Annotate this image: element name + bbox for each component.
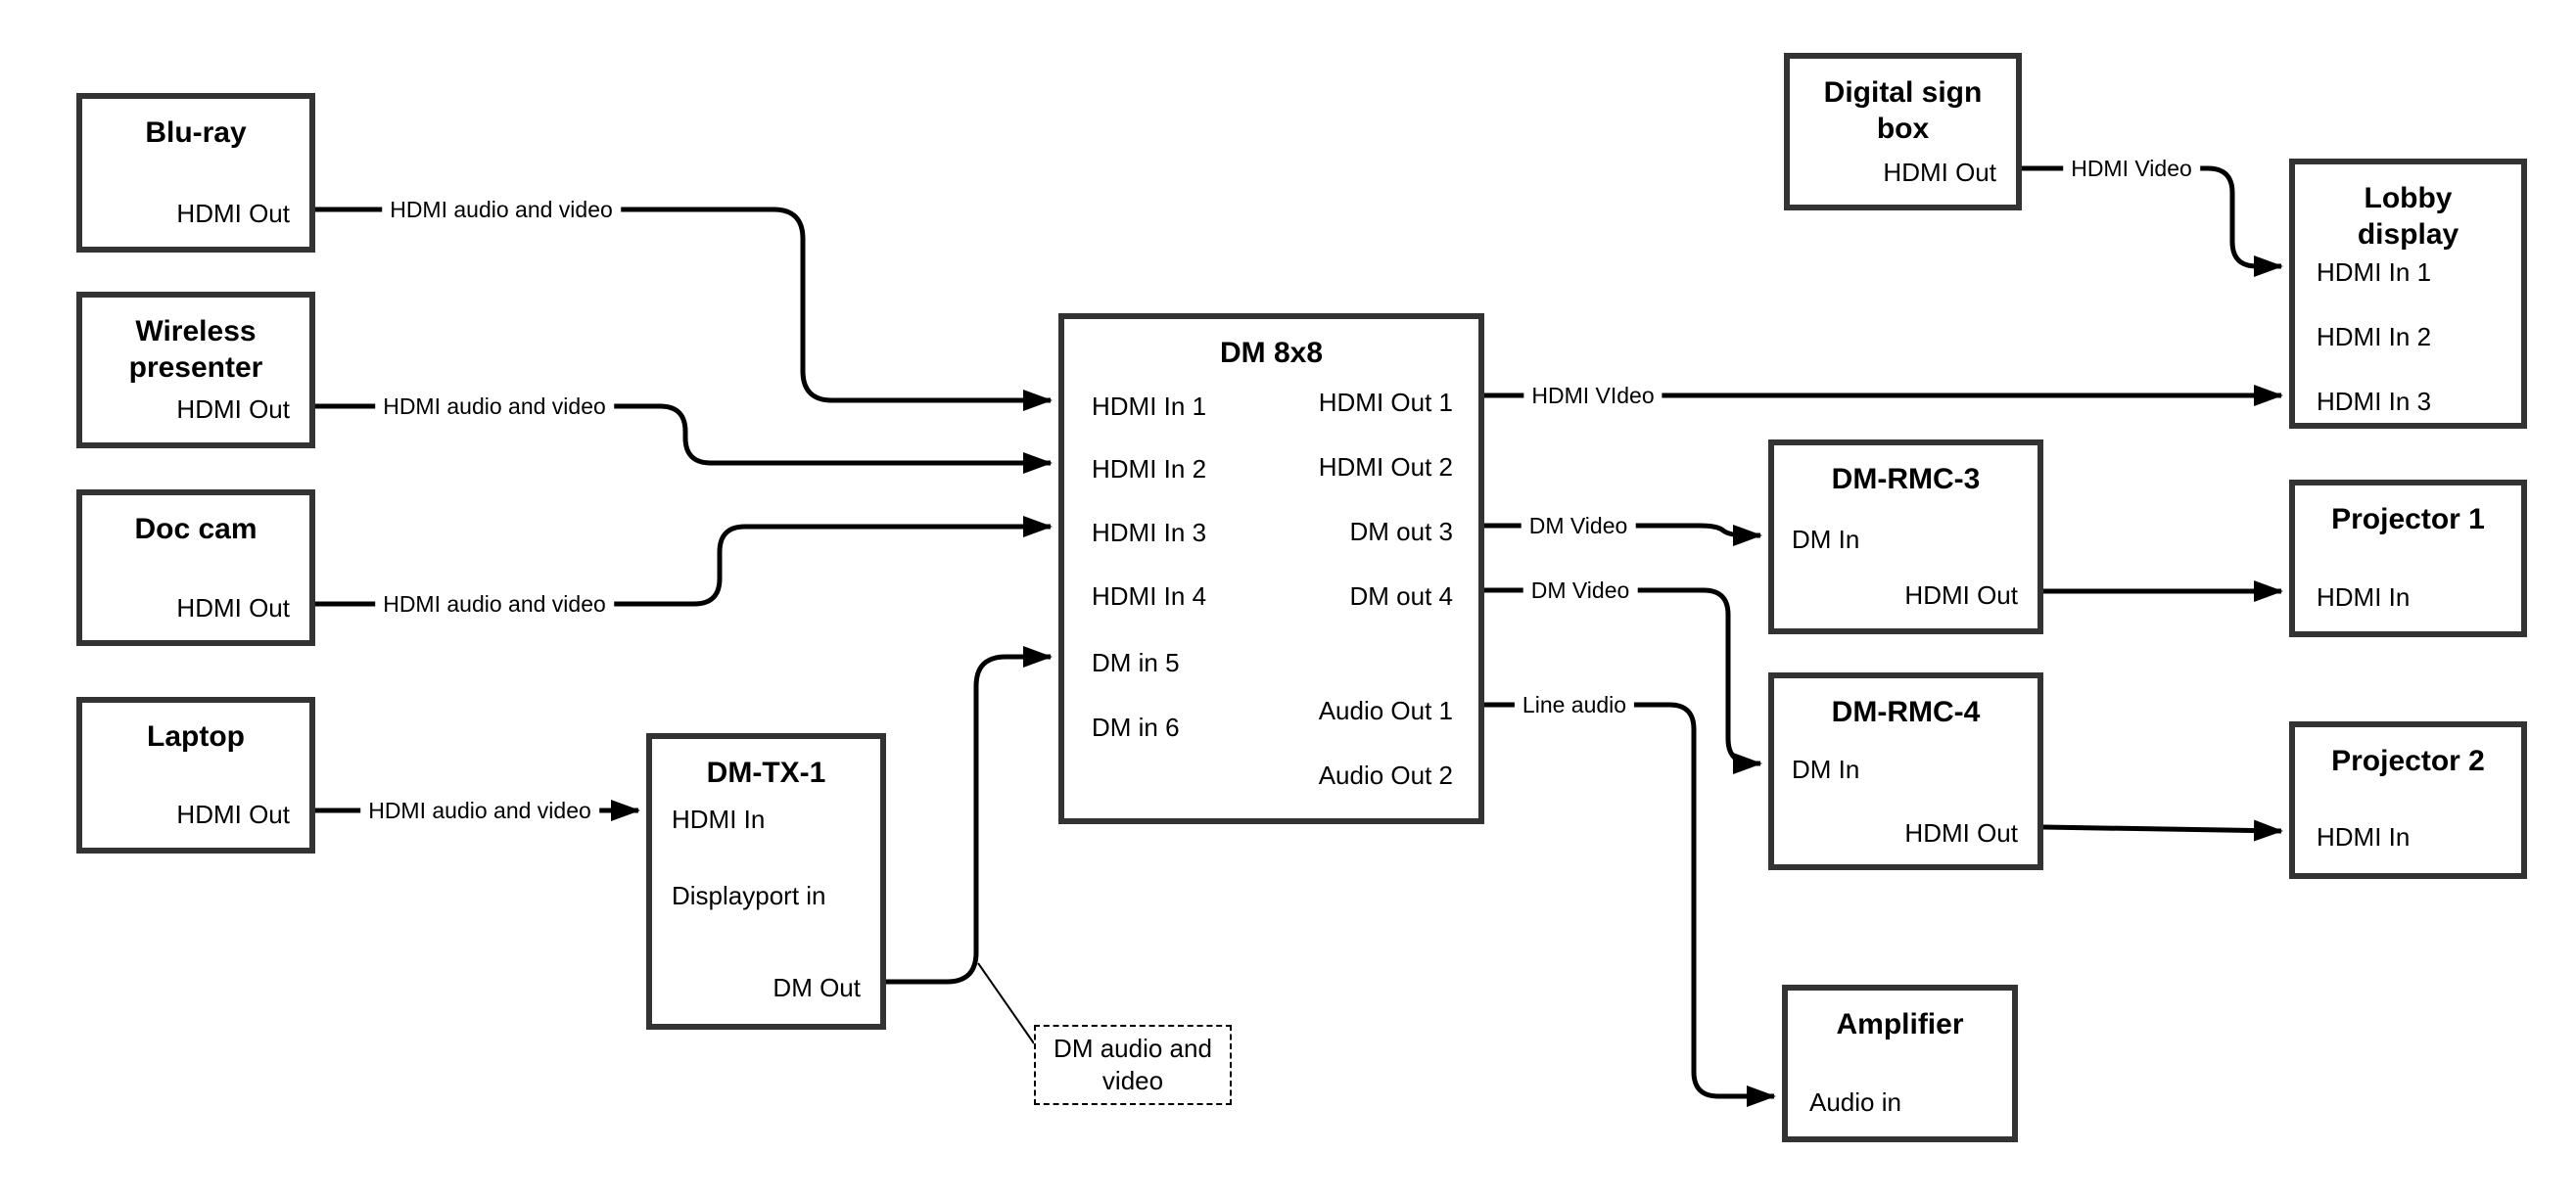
port-dm-in: DM In xyxy=(1792,525,1860,554)
node-title: Doc cam xyxy=(134,513,258,545)
node-title: Laptop xyxy=(147,720,245,753)
node-title: Lobby display xyxy=(2357,182,2459,251)
node-title: Digital sign box xyxy=(1823,76,1983,145)
port-hdmi-in: HDMI In xyxy=(2317,582,2411,612)
callout-line xyxy=(977,962,1035,1044)
wire-bluray-to-dm8x8-in1 xyxy=(315,207,1054,411)
node-title: Projector 2 xyxy=(2331,745,2485,777)
wire-label-dm-out-4: DM Video xyxy=(1522,576,1638,605)
wire-wireless-to-dm8x8-in2 xyxy=(315,403,1054,474)
port-hdmi-out: HDMI Out xyxy=(176,199,290,228)
port-hdmi-in-1: HDMI In 1 xyxy=(1092,392,1207,421)
port-hdmi-in-2: HDMI In 2 xyxy=(2317,322,2432,351)
port-dm-in-6: DM in 6 xyxy=(1092,713,1180,742)
wire-label-dm-out-3: DM Video xyxy=(1521,511,1636,540)
node-title: DM-TX-1 xyxy=(706,757,826,789)
port-hdmi-out: HDMI Out xyxy=(1904,818,2018,848)
node-digital-sign-box: Digital sign box HDMI Out xyxy=(1784,53,2022,210)
port-hdmi-in-2: HDMI In 2 xyxy=(1092,454,1207,484)
wire-rmc4-to-projector2 xyxy=(2042,819,2283,842)
annotation-text: DM audio and video xyxy=(1054,1034,1212,1095)
port-hdmi-in-3: HDMI In 3 xyxy=(2317,387,2432,416)
node-lobby-display: Lobby display HDMI In 1 HDMI In 2 HDMI I… xyxy=(2289,159,2527,429)
port-hdmi-out: HDMI Out xyxy=(1904,580,2018,610)
wire-dmout4-to-rmc4 xyxy=(1484,587,1763,774)
node-doc-cam: Doc cam HDMI Out xyxy=(76,489,315,646)
node-dm-8x8: DM 8x8 HDMI In 1 HDMI In 2 HDMI In 3 HDM… xyxy=(1058,313,1484,824)
port-dm-out-4: DM out 4 xyxy=(1349,581,1454,611)
port-displayport-in: Displayport in xyxy=(672,881,826,910)
port-dm-out: DM Out xyxy=(773,973,861,1002)
port-hdmi-in: HDMI In xyxy=(2317,822,2411,852)
port-hdmi-out: HDMI Out xyxy=(1883,158,1996,187)
port-dm-out-3: DM out 3 xyxy=(1349,517,1454,546)
wire-label-wireless-feed: HDMI audio and video xyxy=(375,392,614,421)
port-hdmi-out: HDMI Out xyxy=(176,800,290,829)
wire-doccam-to-dm8x8-in3 xyxy=(315,515,1054,607)
annotation-dm-audio-video: DM audio and video xyxy=(1034,1025,1232,1105)
node-title: DM-RMC-4 xyxy=(1831,696,1981,728)
wire-dmout3-to-rmc3 xyxy=(1484,523,1763,546)
port-dm-in-5: DM in 5 xyxy=(1092,648,1180,677)
port-audio-out-1: Audio Out 1 xyxy=(1318,696,1453,725)
port-hdmi-out: HDMI Out xyxy=(176,394,290,424)
wire-label-hdmi-out-1: HDMI VIdeo xyxy=(1523,381,1663,410)
port-hdmi-out-1: HDMI Out 1 xyxy=(1318,388,1453,417)
wire-label-audio-out-1: Line audio xyxy=(1514,690,1635,719)
node-title: Amplifier xyxy=(1836,1008,1964,1040)
port-hdmi-in-1: HDMI In 1 xyxy=(2317,257,2432,287)
port-hdmi-in-3: HDMI In 3 xyxy=(1092,518,1207,547)
node-wireless-presenter: Wireless presenter HDMI Out xyxy=(76,292,315,448)
node-projector-1: Projector 1 HDMI In xyxy=(2289,480,2527,637)
wire-audioout1-to-amplifier xyxy=(1484,702,1777,1107)
node-dm-tx-1: DM-TX-1 HDMI In Displayport in DM Out xyxy=(646,733,886,1030)
node-dm-rmc-4: DM-RMC-4 DM In HDMI Out xyxy=(1768,672,2043,870)
node-amplifier: Amplifier Audio in xyxy=(1782,985,2018,1142)
port-hdmi-out-2: HDMI Out 2 xyxy=(1318,452,1453,482)
wire-dmtx1-to-dm8x8-in5 xyxy=(886,645,1054,985)
node-laptop: Laptop HDMI Out xyxy=(76,697,315,854)
port-audio-in: Audio in xyxy=(1809,1087,1901,1117)
port-hdmi-in: HDMI In xyxy=(672,805,766,834)
wire-label-digital-sign-feed: HDMI Video xyxy=(2063,154,2200,183)
port-hdmi-in-4: HDMI In 4 xyxy=(1092,581,1207,611)
wire-label-bluray-feed: HDMI audio and video xyxy=(382,195,621,224)
node-title: Wireless presenter xyxy=(128,315,263,384)
port-dm-in: DM In xyxy=(1792,755,1860,784)
port-hdmi-out: HDMI Out xyxy=(176,593,290,623)
node-title: Blu-ray xyxy=(145,116,247,149)
node-bluray: Blu-ray HDMI Out xyxy=(76,93,315,253)
node-title: DM-RMC-3 xyxy=(1831,463,1981,495)
node-title: Projector 1 xyxy=(2331,503,2485,535)
wire-label-laptop-feed: HDMI audio and video xyxy=(360,796,599,825)
node-dm-rmc-3: DM-RMC-3 DM In HDMI Out xyxy=(1768,439,2043,634)
node-title: DM 8x8 xyxy=(1219,337,1324,369)
wire-label-doc-cam-feed: HDMI audio and video xyxy=(375,589,614,619)
port-audio-out-2: Audio Out 2 xyxy=(1318,761,1453,790)
node-projector-2: Projector 2 HDMI In xyxy=(2289,721,2527,879)
wire-digitalsign-to-lobby-in1 xyxy=(2022,165,2284,277)
